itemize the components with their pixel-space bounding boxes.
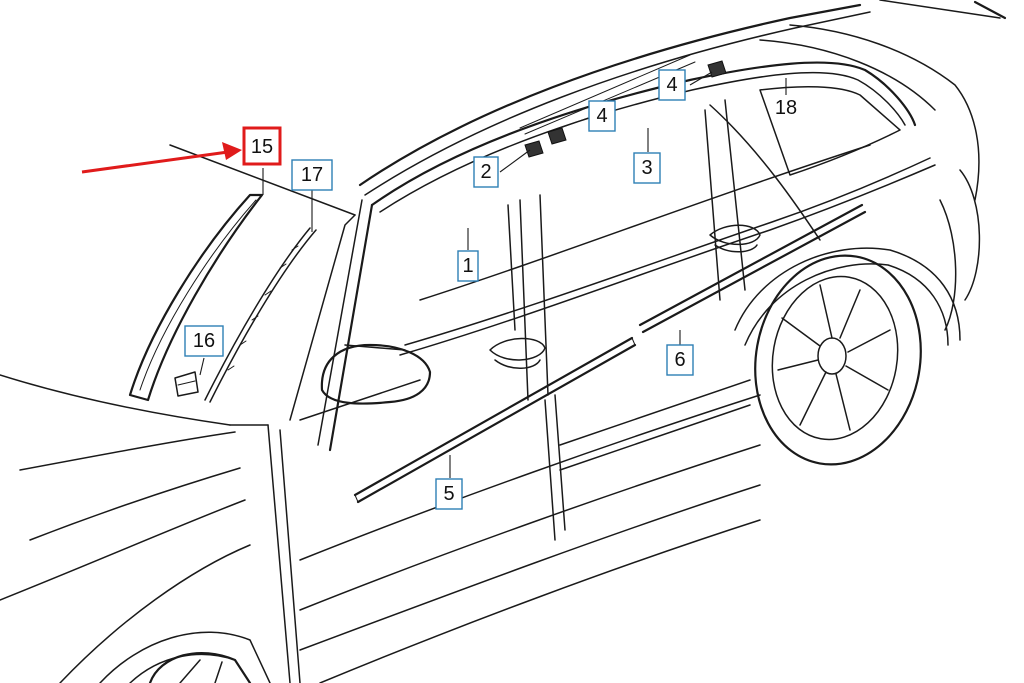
- svg-text:5: 5: [443, 483, 454, 505]
- part-16-clip: [174, 371, 199, 397]
- callout-17: 17: [291, 159, 333, 191]
- svg-text:2: 2: [480, 161, 491, 183]
- svg-text:17: 17: [301, 164, 323, 186]
- callout-6: 6: [666, 344, 694, 376]
- svg-text:4: 4: [666, 74, 677, 96]
- rear-wheel: [754, 254, 922, 466]
- part-17-seal-strip: [204, 227, 317, 403]
- svg-text:3: 3: [641, 157, 652, 179]
- part-6-rear-door-molding: [638, 203, 867, 334]
- callout-3: 3: [633, 152, 661, 184]
- roof-clips: [519, 54, 727, 158]
- svg-text:1: 1: [462, 255, 473, 277]
- callout-5: 5: [435, 478, 463, 510]
- svg-text:16: 16: [193, 330, 215, 352]
- red-arrow-icon: [81, 142, 242, 174]
- svg-text:4: 4: [596, 105, 607, 127]
- callout-15-highlighted: 15: [242, 126, 282, 166]
- part-5-front-door-molding: [353, 336, 637, 504]
- callout-1: 1: [457, 250, 479, 282]
- svg-text:18: 18: [775, 97, 797, 119]
- svg-text:15: 15: [251, 136, 273, 158]
- svg-text:6: 6: [674, 349, 685, 371]
- callout-16: 16: [184, 325, 224, 357]
- part-15-pillar-trim: [128, 193, 264, 402]
- callout-4-b: 4: [658, 69, 686, 101]
- callout-4-a: 4: [588, 100, 616, 132]
- front-wheel: [148, 652, 252, 683]
- callout-18: 18: [775, 97, 797, 119]
- leader-lines: [199, 71, 787, 478]
- callout-2: 2: [473, 156, 499, 188]
